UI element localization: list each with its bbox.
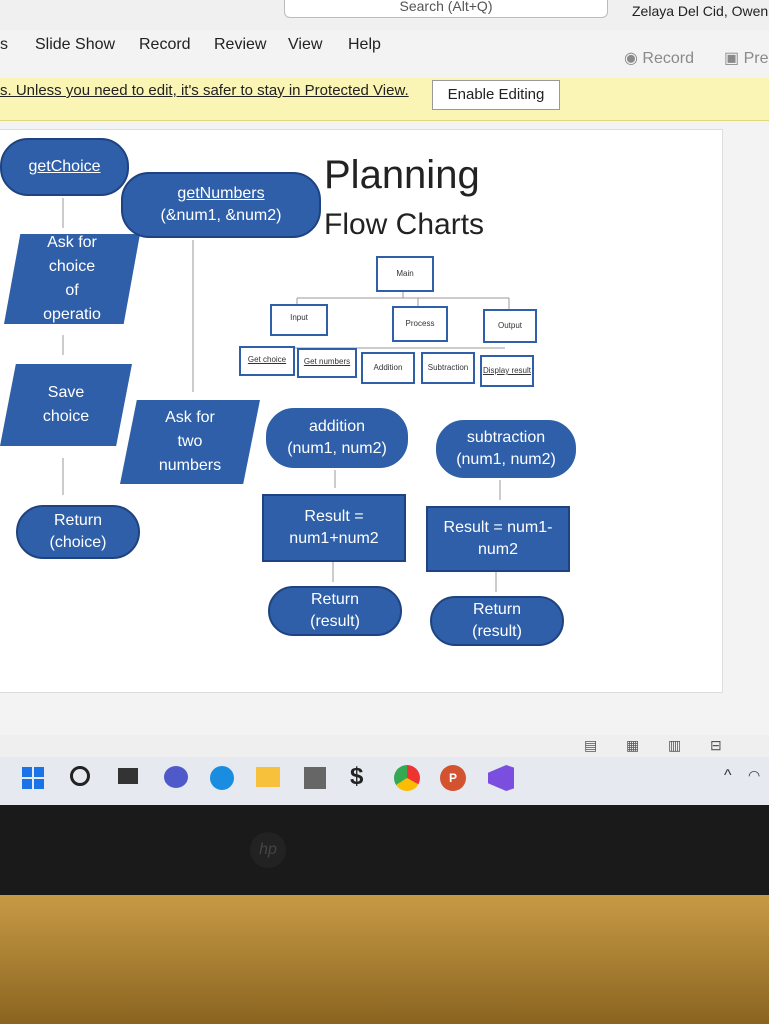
screen: Search (Alt+Q) Zelaya Del Cid, Owen s Sl…: [0, 0, 769, 810]
add-line-1: addition: [308, 418, 366, 435]
tab-record[interactable]: Record: [139, 36, 191, 53]
tab-help[interactable]: Help: [348, 36, 381, 53]
ask-line-1: Ask for: [47, 234, 97, 251]
hier-subtraction: Subtraction: [421, 352, 475, 384]
wifi-icon[interactable]: ◠: [748, 767, 761, 783]
subtraction-return: Return (result): [430, 596, 564, 646]
hier-process: Process: [392, 306, 448, 342]
addition-return: Return (result): [268, 586, 402, 636]
hier-display-result: Display result: [480, 355, 534, 387]
getchoice-ask: Ask for choice of operatio: [4, 234, 140, 324]
search-icon[interactable]: [70, 766, 90, 786]
present-button[interactable]: ▣ Pre: [724, 50, 769, 67]
task-view-icon[interactable]: [118, 768, 138, 784]
connectors: [62, 198, 510, 592]
addition-result: Result = num1+num2: [262, 494, 406, 562]
title-bar: Search (Alt+Q) Zelaya Del Cid, Owen: [0, 0, 769, 30]
addition-start: addition (num1, num2): [266, 408, 408, 468]
ask-line-4: operatio: [43, 306, 101, 323]
windows-icon[interactable]: [20, 765, 46, 791]
getchoice-return: Return (choice): [16, 505, 140, 559]
edge-icon[interactable]: [210, 766, 234, 790]
hier-main: Main: [376, 256, 434, 292]
return-line-2: (choice): [49, 534, 107, 551]
getchoice-start: getChoice: [0, 138, 129, 196]
tab-view[interactable]: View: [288, 36, 323, 53]
sub-line-2: (num1, num2): [456, 451, 556, 468]
subtraction-start: subtraction (num1, num2): [436, 420, 576, 478]
enable-editing-button[interactable]: Enable Editing: [432, 80, 560, 110]
getchoice-ask-text: Ask for choice of operatio: [43, 234, 101, 324]
ribbon-tabs: s Slide Show Record Review View Help: [0, 36, 769, 62]
slide-subtitle: Flow Charts: [324, 208, 485, 241]
return-line-1: Return: [53, 512, 103, 529]
subtraction-result: Result = num1- num2: [426, 506, 570, 572]
slide-title: Planning: [324, 153, 480, 197]
tab-slide-show[interactable]: Slide Show: [35, 36, 116, 53]
store-icon[interactable]: [304, 767, 326, 789]
getnumbers-line-1: getNumbers: [177, 185, 265, 202]
save-line-2: choice: [42, 408, 90, 425]
getnumbers-line-2: (&num1, &num2): [160, 207, 282, 224]
status-bar: ▤ ▦ ▥ ⊟: [0, 735, 769, 757]
add-res-line-2: num1+num2: [289, 530, 379, 547]
sub-ret-line-1: Return: [472, 601, 522, 618]
add-ret-line-2: (result): [310, 613, 360, 630]
gn-ask-line-1: Ask for: [165, 409, 215, 426]
getnumbers-ask: Ask for two numbers: [120, 400, 260, 484]
reading-view-icon[interactable]: ▥: [668, 737, 682, 753]
hier-get-choice: Get choice: [239, 346, 295, 376]
protected-view-bar: s. Unless you need to edit, it's safer t…: [0, 78, 769, 121]
getchoice-start-label: getChoice: [28, 158, 101, 175]
ask-line-3: of: [65, 282, 79, 299]
monitor-bezel: [0, 805, 769, 895]
add-ret-line-1: Return: [310, 591, 360, 608]
desk: [0, 895, 769, 1024]
slideshow-view-icon[interactable]: ⊟: [710, 737, 722, 753]
protected-message: s. Unless you need to edit, it's safer t…: [0, 82, 409, 99]
hier-addition: Addition: [361, 352, 415, 384]
record-button[interactable]: ◉ Record: [624, 50, 694, 67]
hier-output: Output: [483, 309, 537, 343]
gn-ask-line-3: numbers: [158, 457, 222, 474]
add-line-2: (num1, num2): [287, 440, 387, 457]
getnumbers-start: getNumbers (&num1, &num2): [121, 172, 321, 238]
slide-sorter-icon[interactable]: ▦: [626, 737, 640, 753]
normal-view-icon[interactable]: ▤: [584, 737, 598, 753]
taskbar: $ P ^ ◠: [0, 757, 769, 805]
save-line-1: Save: [47, 384, 85, 401]
dollar-icon[interactable]: $: [350, 763, 364, 790]
tab-partial[interactable]: s: [0, 36, 8, 53]
tab-review[interactable]: Review: [214, 36, 267, 53]
search-input[interactable]: Search (Alt+Q): [284, 0, 608, 18]
visual-studio-icon[interactable]: [488, 765, 514, 791]
sub-res-line-1: Result = num1-: [443, 519, 553, 536]
teams-icon[interactable]: [164, 766, 188, 788]
chrome-icon[interactable]: [394, 765, 420, 791]
powerpoint-icon[interactable]: P: [440, 765, 466, 791]
hier-input: Input: [270, 304, 328, 336]
present-label: Pre: [743, 50, 769, 67]
gn-ask-line-2: two: [177, 433, 203, 450]
sub-res-line-2: num2: [477, 541, 519, 558]
ask-line-2: choice: [48, 258, 96, 275]
hier-get-numbers: Get numbers: [297, 348, 357, 378]
sub-ret-line-2: (result): [472, 623, 522, 640]
user-name[interactable]: Zelaya Del Cid, Owen: [632, 3, 769, 19]
file-explorer-icon[interactable]: [256, 767, 280, 787]
sub-line-1: subtraction: [466, 429, 546, 446]
getchoice-save: Save choice: [0, 364, 132, 446]
record-label: Record: [642, 50, 694, 67]
chevron-up-icon[interactable]: ^: [724, 767, 732, 784]
hp-logo: hp: [250, 832, 286, 868]
add-res-line-1: Result =: [304, 508, 364, 525]
